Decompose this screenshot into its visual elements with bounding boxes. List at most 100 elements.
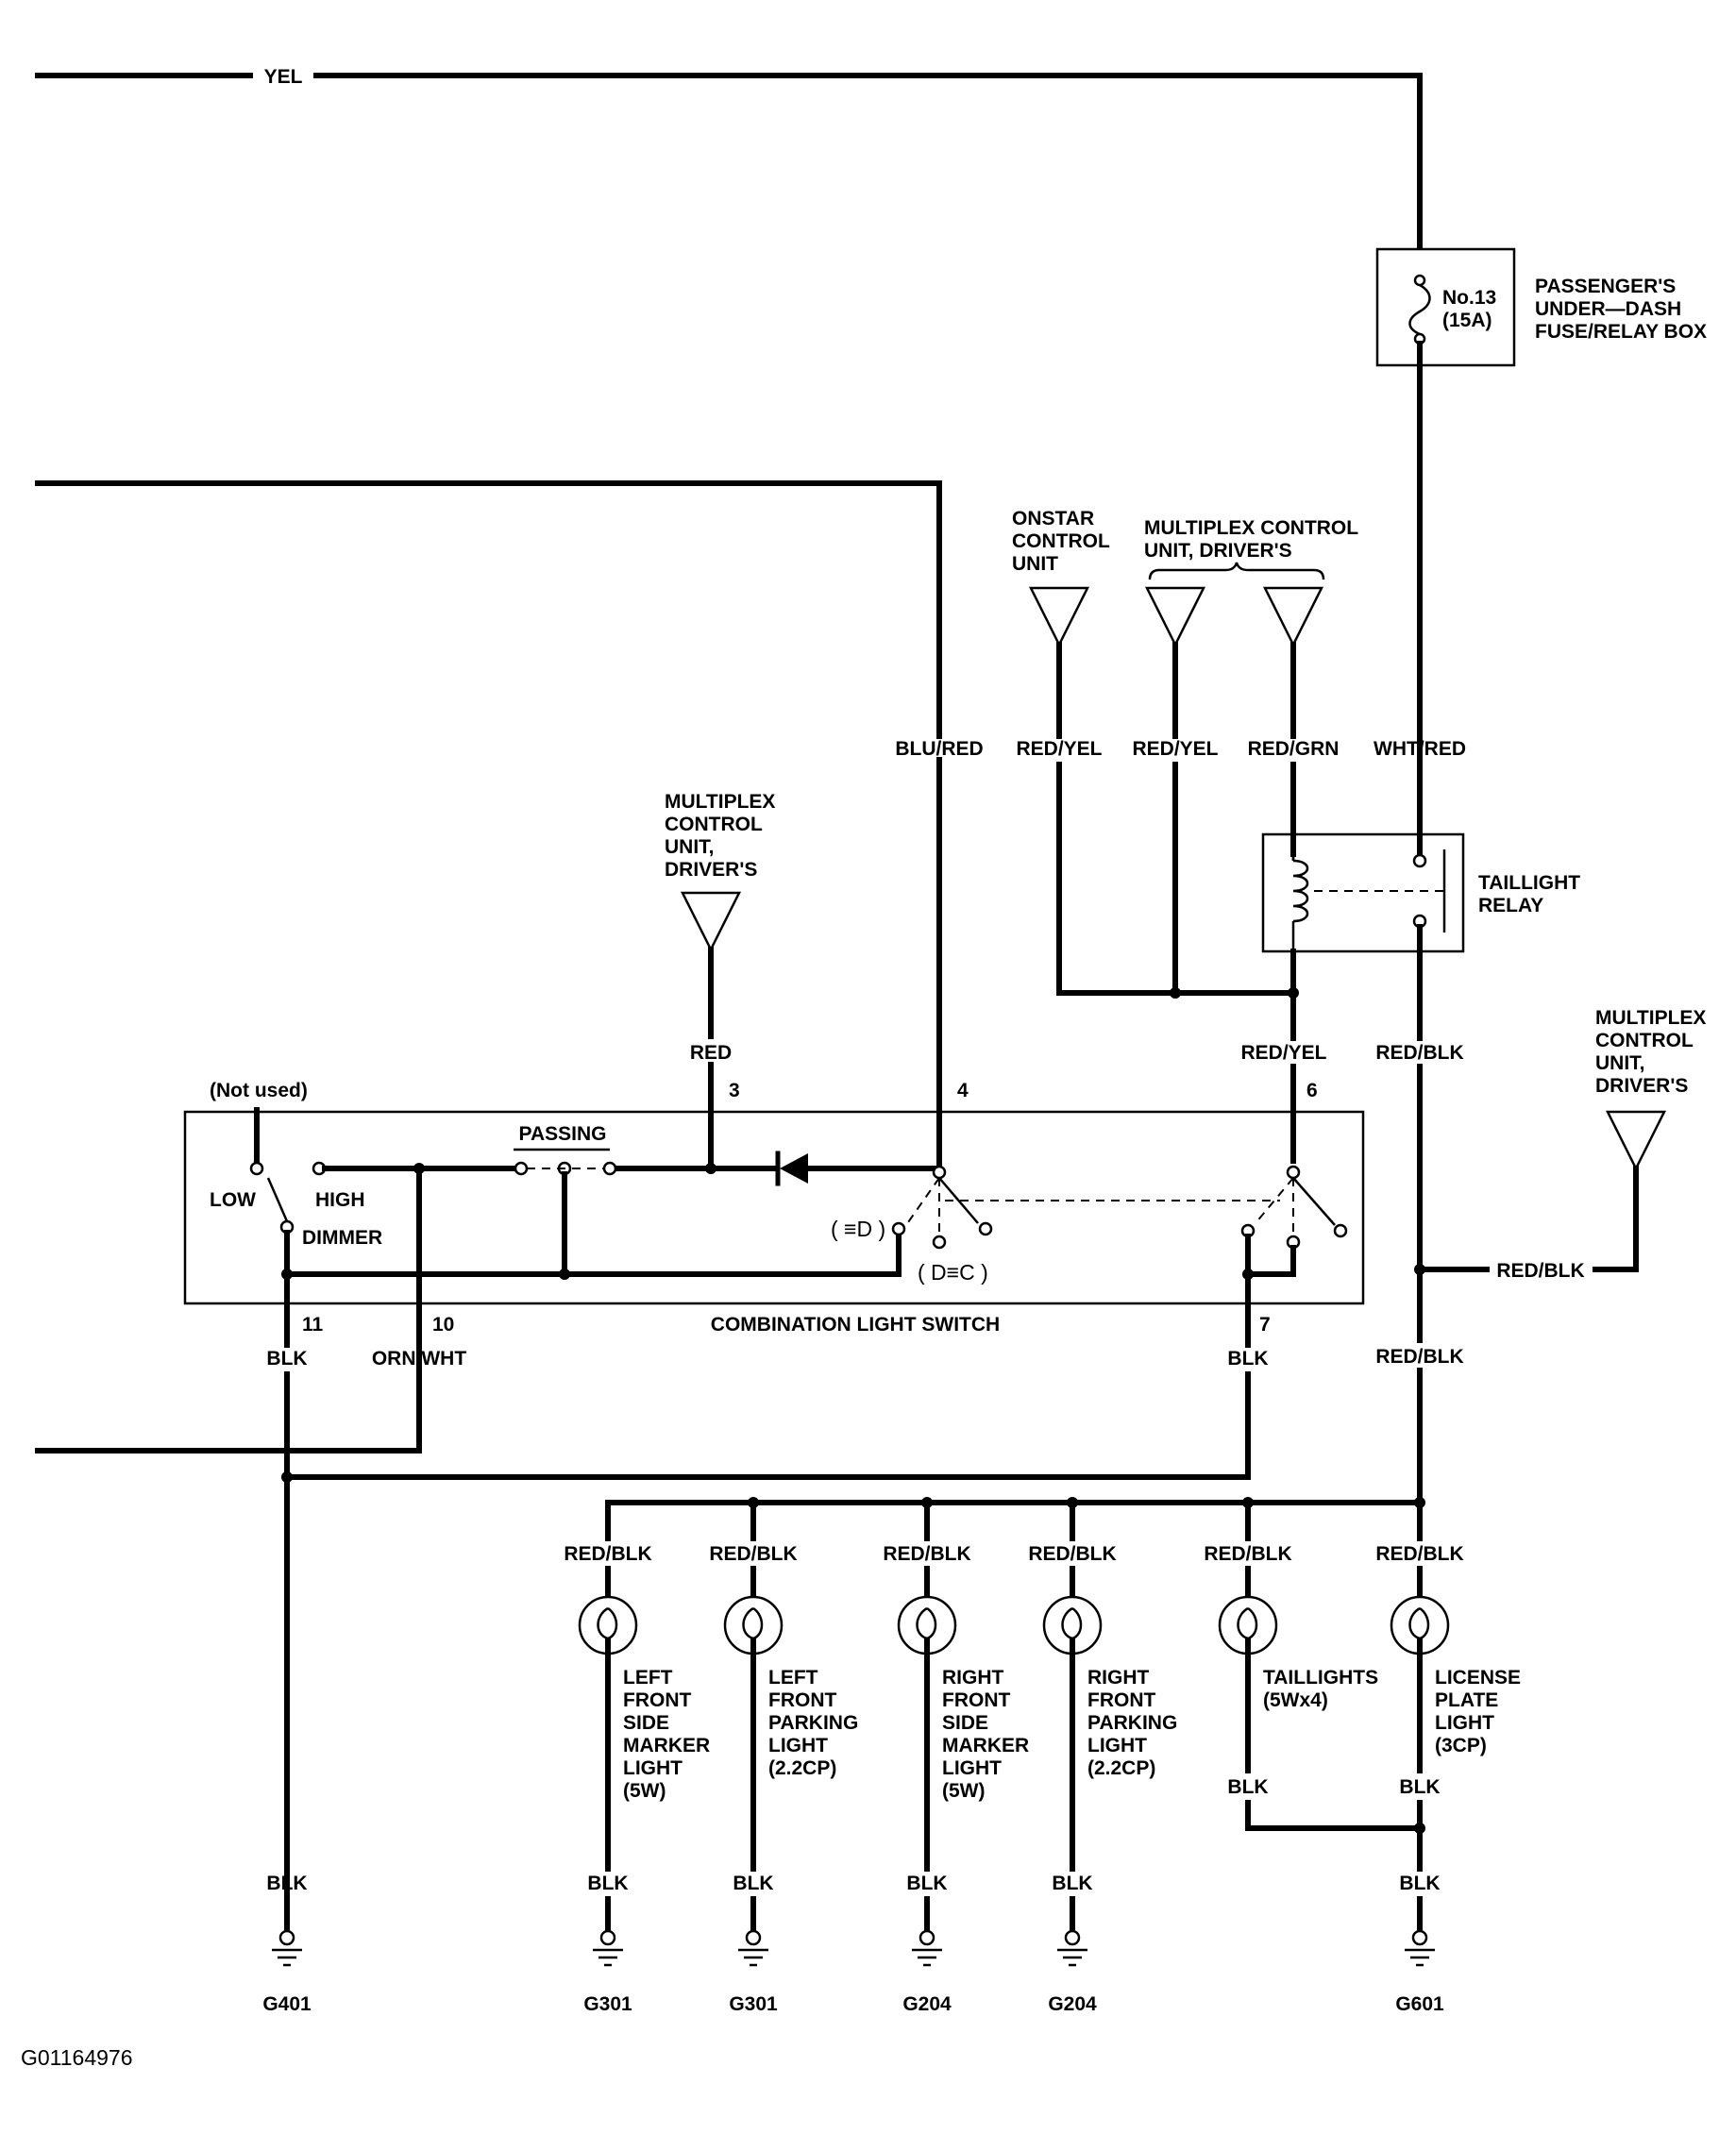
- svg-text:TAILLIGHTS: TAILLIGHTS: [1263, 1667, 1378, 1689]
- svg-text:RED/BLK: RED/BLK: [709, 1543, 797, 1565]
- svg-text:G301: G301: [583, 1993, 632, 2015]
- mcu-switch-connector-icon: [680, 891, 742, 952]
- svg-text:G401: G401: [262, 1993, 312, 2015]
- mcu-top-label-2: UNIT, DRIVER'S: [1144, 540, 1292, 562]
- mcu-b-connector-icon: [1262, 586, 1324, 647]
- diode-icon: [775, 1151, 808, 1186]
- relay-contact-icon: [1412, 849, 1446, 933]
- wire-label-relay-out-lower: RED/BLK: [1375, 1346, 1463, 1368]
- parking-symbol-icon: ( D≡C ): [918, 1260, 988, 1285]
- onstar-label-3: UNIT: [1012, 553, 1058, 575]
- high-label: HIGH: [315, 1189, 365, 1211]
- lamp-license-plate: RED/BLK LICENSE PLATE LIGHT (3CP) BLK BL…: [1375, 1500, 1521, 2015]
- lamp-taillights: RED/BLK TAILLIGHTS (5Wx4) BLK: [1204, 1500, 1423, 1831]
- svg-text:RED/BLK: RED/BLK: [564, 1543, 651, 1565]
- figure-id: G01164976: [21, 2045, 133, 2070]
- mcu-switch-label-1: MULTIPLEX: [665, 791, 775, 813]
- svg-text:LIGHT: LIGHT: [623, 1757, 683, 1779]
- svg-text:RED/BLK: RED/BLK: [1204, 1543, 1291, 1565]
- wire-label-pin10: ORN/WHT: [372, 1348, 466, 1369]
- passing-label: PASSING: [519, 1123, 607, 1145]
- svg-text:LIGHT: LIGHT: [1435, 1712, 1494, 1734]
- pin-11: 11: [302, 1314, 324, 1336]
- onstar-label-2: CONTROL: [1012, 530, 1110, 552]
- pin-10: 10: [432, 1314, 454, 1336]
- svg-text:RED/BLK: RED/BLK: [1375, 1543, 1463, 1565]
- mcu-switch-label-2: CONTROL: [665, 814, 763, 835]
- lamp-left-front-parking: RED/BLK LEFT FRONT PARKING LIGHT (2.2CP)…: [709, 1500, 858, 2015]
- pin-3: 3: [729, 1080, 740, 1101]
- mcu-a-connector-icon: [1144, 586, 1206, 647]
- bracket-icon: [1148, 562, 1325, 580]
- svg-text:(2.2CP): (2.2CP): [768, 1757, 836, 1779]
- svg-text:LIGHT: LIGHT: [1087, 1735, 1147, 1756]
- fuse-number: No.13: [1442, 287, 1496, 309]
- svg-text:LICENSE: LICENSE: [1435, 1667, 1521, 1689]
- relay-label-2: RELAY: [1478, 895, 1543, 916]
- wire-label-relay-out: RED/BLK: [1375, 1042, 1463, 1064]
- svg-text:G301: G301: [729, 1993, 778, 2015]
- svg-text:LEFT: LEFT: [623, 1667, 673, 1689]
- svg-text:BLK: BLK: [1399, 1873, 1440, 1894]
- mcu-switch-label-3: UNIT,: [665, 836, 715, 858]
- taillight-relay: [1261, 832, 1465, 953]
- fuse-box-label-1: PASSENGER'S: [1535, 276, 1676, 297]
- combination-light-switch: [183, 1110, 1365, 1305]
- lamp-left-front-side-marker: RED/BLK LEFT FRONT SIDE MARKER LIGHT (5W…: [564, 1500, 710, 2015]
- mcu-right-label-4: DRIVER'S: [1595, 1075, 1688, 1097]
- svg-text:BLK: BLK: [733, 1873, 773, 1894]
- fuse-rating: (15A): [1442, 310, 1492, 331]
- svg-text:BLK: BLK: [1052, 1873, 1092, 1894]
- relay-coil-icon: [1291, 854, 1309, 951]
- blu-red-wire: [35, 480, 942, 1170]
- wire-label-yel: YEL: [264, 66, 303, 88]
- wire-label-wht-red: WHT/RED: [1374, 738, 1466, 760]
- svg-text:BLK: BLK: [266, 1873, 307, 1894]
- svg-text:(3CP): (3CP): [1435, 1735, 1487, 1756]
- yel-wire: [35, 73, 1423, 269]
- svg-text:PLATE: PLATE: [1435, 1689, 1498, 1711]
- wire-label-red: RED: [690, 1042, 732, 1064]
- svg-text:FRONT: FRONT: [1087, 1689, 1155, 1711]
- fuse-box-label-3: FUSE/RELAY BOX: [1535, 321, 1707, 343]
- wire-label-relay-coil-low: RED/YEL: [1240, 1042, 1326, 1064]
- svg-text:SIDE: SIDE: [623, 1712, 669, 1734]
- svg-text:BLK: BLK: [1399, 1776, 1440, 1798]
- pin-4: 4: [957, 1080, 969, 1101]
- dimmer-label: DIMMER: [302, 1227, 382, 1249]
- svg-text:(5W): (5W): [942, 1780, 986, 1802]
- svg-text:RED/BLK: RED/BLK: [1028, 1543, 1116, 1565]
- fuse-relay-box: [1375, 247, 1516, 367]
- svg-text:FRONT: FRONT: [768, 1689, 836, 1711]
- headlight-symbol-icon: ( ≡D ): [831, 1217, 885, 1241]
- wire-label-onstar: RED/YEL: [1016, 738, 1102, 760]
- svg-text:G204: G204: [1048, 1993, 1097, 2015]
- mcu-right-label-1: MULTIPLEX: [1595, 1007, 1706, 1029]
- svg-text:G204: G204: [902, 1993, 952, 2015]
- svg-text:BLK: BLK: [587, 1873, 628, 1894]
- mcu-switch-label-4: DRIVER'S: [665, 859, 757, 881]
- svg-text:MARKER: MARKER: [623, 1735, 710, 1756]
- wire-label-pin7: BLK: [1227, 1348, 1268, 1369]
- svg-text:LEFT: LEFT: [768, 1667, 818, 1689]
- wire-label-mcu-b: RED/GRN: [1248, 738, 1340, 760]
- svg-text:RIGHT: RIGHT: [1087, 1667, 1150, 1689]
- svg-text:FRONT: FRONT: [942, 1689, 1010, 1711]
- mcu-right-connector-icon: [1605, 1110, 1667, 1171]
- low-label: LOW: [210, 1189, 256, 1211]
- wire-label-pin11: BLK: [266, 1348, 307, 1369]
- svg-text:BLK: BLK: [1227, 1776, 1268, 1798]
- switch-title: COMBINATION LIGHT SWITCH: [711, 1314, 1000, 1336]
- svg-text:LIGHT: LIGHT: [942, 1757, 1002, 1779]
- svg-text:(5Wx4): (5Wx4): [1263, 1689, 1328, 1711]
- pin-7: 7: [1259, 1314, 1271, 1336]
- dimmer-switch-blade: [266, 1177, 289, 1222]
- onstar-connector-icon: [1028, 586, 1090, 647]
- svg-text:FRONT: FRONT: [623, 1689, 691, 1711]
- svg-text:MARKER: MARKER: [942, 1735, 1029, 1756]
- svg-text:SIDE: SIDE: [942, 1712, 988, 1734]
- wire-label-relay-out-branch: RED/BLK: [1496, 1260, 1584, 1282]
- svg-text:PARKING: PARKING: [768, 1712, 858, 1734]
- svg-text:PARKING: PARKING: [1087, 1712, 1177, 1734]
